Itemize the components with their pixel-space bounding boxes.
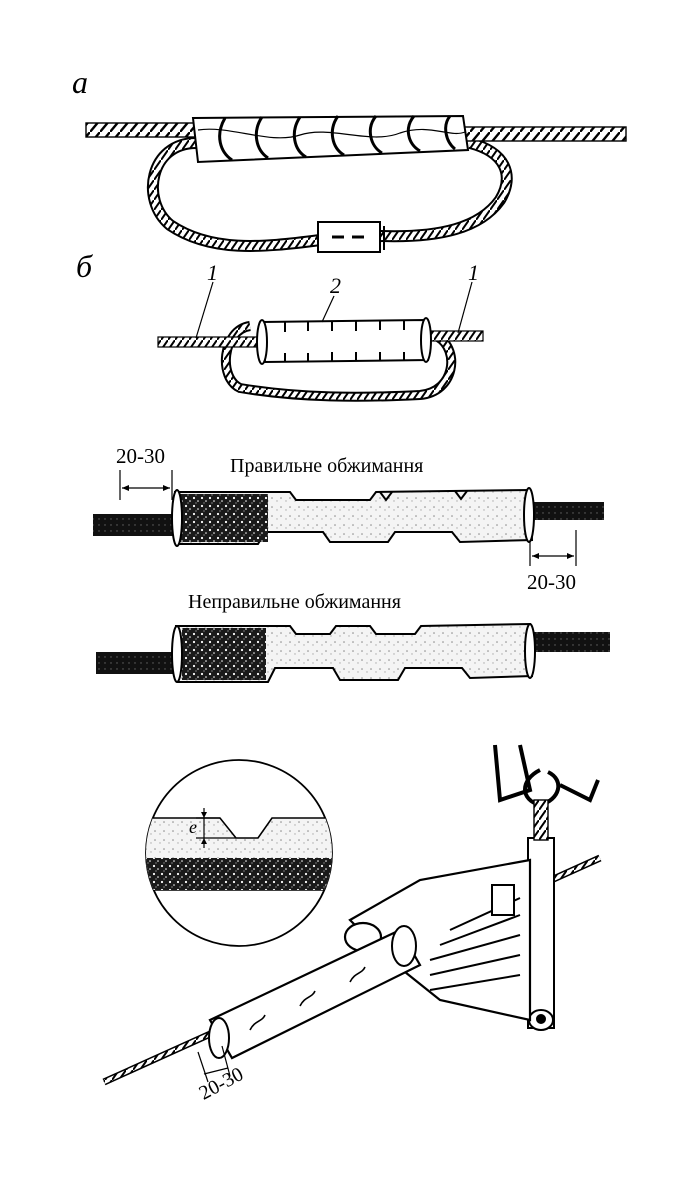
crimp-sleeve-b [256,317,432,365]
dimension-label-top-left: 20-30 [116,444,165,468]
callout-2: 2 [330,273,341,298]
wire-left-a [85,122,205,138]
dimension-bottom [197,1045,231,1083]
correct-crimp-illustration [93,470,604,566]
figure-a-twisted-splice [85,114,627,253]
correct-crimp-caption: Правильне обжимання [230,455,424,477]
incorrect-crimp-illustration [96,622,610,683]
incorrect-crimp-caption: Неправильне обжимання [188,591,401,613]
wire-correct-right [528,502,604,520]
figure-b-oval-sleeve [157,281,484,402]
figure-a-label: а [72,64,88,100]
callout-1-right: 1 [468,260,479,285]
twisted-sleeve [191,114,470,164]
sleeve-correct [171,487,535,547]
wire-left-b [157,336,259,348]
callout-1-left: 1 [207,260,218,285]
dimension-top-left [119,470,173,500]
wire-incorrect-right [528,632,610,652]
tool-handle-upper [493,744,600,1031]
wire-right-a [461,126,627,142]
wire-loop-b [220,321,457,402]
crimping-tool-illustration [102,744,602,1086]
leader-1-left [195,281,214,339]
depth-e-label: e [189,817,197,837]
leader-1-right [457,281,473,334]
tool-jaw-body [343,858,532,1022]
tool-handle-lower [208,925,422,1060]
leader-2 [321,295,335,323]
wire-incorrect-left [96,652,178,674]
wire-correct-left [93,514,173,536]
sleeve-incorrect [171,622,536,683]
magnifier-circle [145,759,333,947]
dimension-top-right [529,530,577,566]
wire-right-b [424,330,484,342]
dimension-label-top-right: 20-30 [527,570,576,594]
figure-b-label: б [76,248,93,284]
bottom-clamp-a [317,221,385,253]
